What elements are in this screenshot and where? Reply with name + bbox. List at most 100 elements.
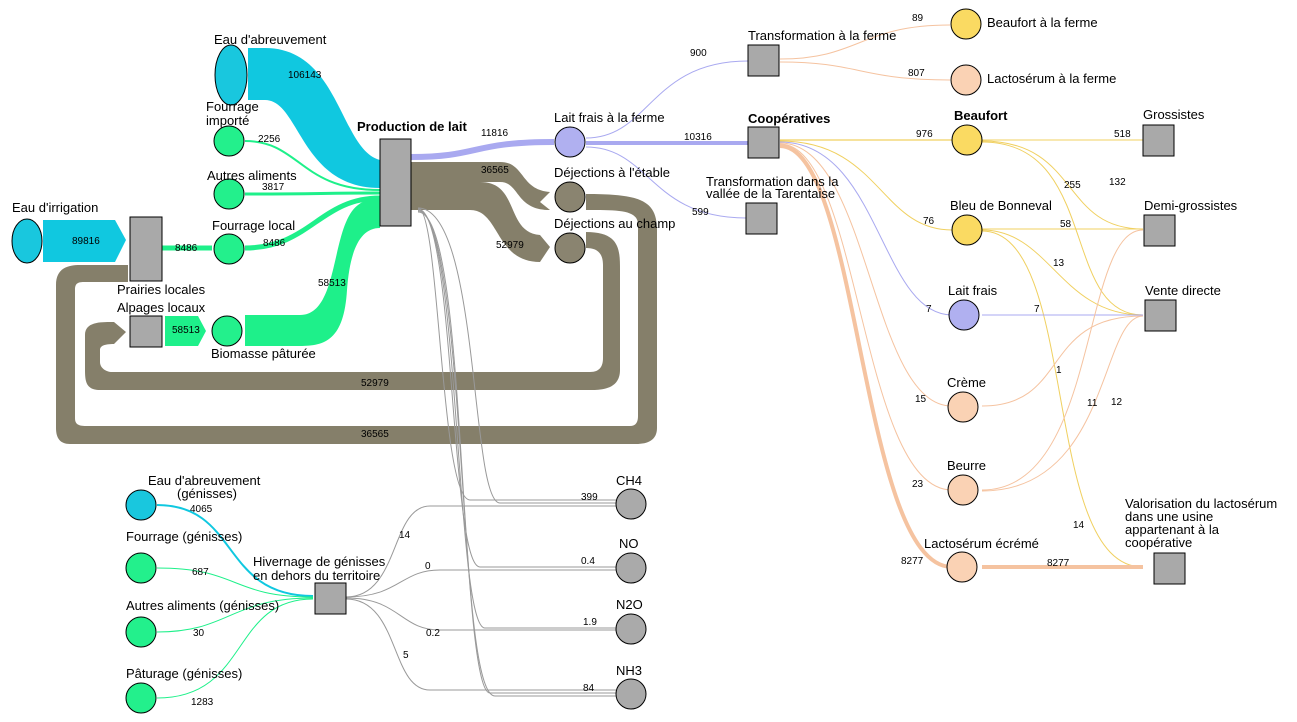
node-alpages-locaux[interactable] [129,315,163,348]
node-lactoserum-ferme[interactable] [950,64,982,96]
value-coop-beaufort: 976 [916,129,933,140]
node-demi-grossistes[interactable] [1143,214,1176,247]
flow-eau-abreuvement [248,48,380,188]
node-creme[interactable] [947,391,979,423]
flow-beurre-vente [981,315,1144,492]
flow-coop-creme [779,142,953,407]
value-n2o: 1.9 [583,617,597,628]
node-eau-genisses[interactable] [125,489,157,521]
node-dejections-etable[interactable] [554,181,586,213]
label-lait-frais-ferme: Lait frais à la ferme [554,110,665,125]
node-beaufort-ferme[interactable] [950,8,982,40]
label-ch4: CH4 [616,473,642,488]
flow-hiv-n2o [345,597,616,631]
node-cooperatives[interactable] [747,126,780,159]
node-ch4[interactable] [615,488,647,520]
value-bleu-demi: 58 [1060,219,1072,230]
value-fourrage-genisses: 687 [192,567,209,578]
value-coop-beurre: 23 [912,479,924,490]
label-valorisation-2: dans une usine [1125,509,1213,524]
label-autres-genisses: Autres aliments (génisses) [126,598,279,613]
value-coop-laitfrais: 7 [926,304,932,315]
value-prod-dej-etable: 36565 [481,165,509,176]
node-eau-abreuvement[interactable] [214,44,248,106]
flow-bleu-vente [981,229,1144,316]
node-lactoserum-ecreme[interactable] [946,551,978,583]
node-vente-directe[interactable] [1144,299,1177,332]
label-transformation-vallee-2: vallée de la Tarentaise [706,186,835,201]
value-lait-transf-ferme: 900 [690,48,707,59]
node-beurre[interactable] [947,474,979,506]
label-valorisation-4: coopérative [1125,535,1192,550]
flow-coop-bleu [779,140,953,231]
label-transformation-vallee-1: Transformation dans la [706,174,839,189]
label-bleu-bonneval: Bleu de Bonneval [950,198,1052,213]
value-lait-vallee: 599 [692,207,709,218]
value-coop-bleu: 76 [923,216,935,227]
value-beurre-demi: 11 [1087,398,1098,409]
node-biomasse-paturee[interactable] [211,315,243,347]
node-fourrage-local[interactable] [213,233,245,265]
label-fourrage-importe-1: Fourrage [206,99,259,114]
label-lactoserum-ferme: Lactosérum à la ferme [987,71,1116,86]
node-autres-aliments[interactable] [213,178,245,210]
label-vente-directe: Vente directe [1145,283,1221,298]
node-autres-genisses[interactable] [125,616,157,648]
label-creme: Crème [947,375,986,390]
label-dejections-champ: Déjections au champ [554,216,675,231]
flow-eau-genisses [156,504,314,597]
label-autres-aliments: Autres aliments [207,168,297,183]
node-production-lait[interactable] [379,138,412,227]
node-grossistes[interactable] [1142,124,1175,157]
node-lait-frais-ferme[interactable] [554,126,586,158]
value-hiv-no: 0 [425,561,431,572]
flow-irrigation [43,220,126,262]
flow-coop-lactoserum [779,144,953,569]
node-eau-irrigation[interactable] [11,218,43,264]
label-paturage-genisses: Pâturage (génisses) [126,666,242,681]
value-beaufort-grossistes: 518 [1114,129,1131,140]
value-prod-lait: 11816 [481,128,509,139]
node-fourrage-importe[interactable] [213,125,245,157]
value-bleu-vente: 13 [1053,258,1065,269]
label-eau-irrigation: Eau d'irrigation [12,200,98,215]
label-biomasse-paturee: Biomasse pâturée [211,346,316,361]
label-alpages-locaux: Alpages locaux [117,300,206,315]
value-bleu-valorisation: 14 [1073,520,1085,531]
flow-biomasse [245,199,380,346]
label-transformation-ferme: Transformation à la ferme [748,28,896,43]
node-prairies-locales[interactable] [129,216,163,282]
node-valorisation[interactable] [1153,552,1186,585]
value-tf-beaufort: 89 [912,13,924,24]
flow-values: 106143 2256 3817 8486 89816 8486 58513 5… [72,13,1131,708]
flow-alpages-biomasse [165,316,206,346]
node-beaufort[interactable] [951,124,983,156]
label-lactoserum-ecreme: Lactosérum écrémé [924,536,1039,551]
node-no[interactable] [615,552,647,584]
node-nh3[interactable] [615,678,647,710]
flow-lait-vallee [585,146,747,219]
flow-tf-lactoserum [779,61,951,81]
node-dejections-champ[interactable] [554,232,586,264]
value-eau-genisses: 4065 [190,504,213,515]
value-prod-dej-champ: 52979 [496,240,524,251]
node-transformation-ferme[interactable] [747,44,780,77]
node-lait-frais[interactable] [948,299,980,331]
flows [43,24,1144,699]
node-n2o[interactable] [615,613,647,645]
label-fourrage-importe-2: importé [206,113,249,128]
node-fourrage-genisses[interactable] [125,552,157,584]
node-hivernage[interactable] [314,582,347,615]
flow-hiv-ch4 [345,505,616,598]
value-dej-champ-loop: 52979 [361,378,389,389]
node-transformation-vallee[interactable] [745,202,778,235]
label-beaufort: Beaufort [954,108,1008,123]
flow-fourrage-local [244,195,381,251]
label-eau-genisses-2: (génisses) [177,486,237,501]
label-fourrage-local: Fourrage local [212,218,295,233]
flow-prod-n2o [417,209,616,629]
value-creme-vente: 1 [1056,365,1062,376]
node-paturage-genisses[interactable] [125,682,157,714]
node-bleu-bonneval[interactable] [951,214,983,246]
